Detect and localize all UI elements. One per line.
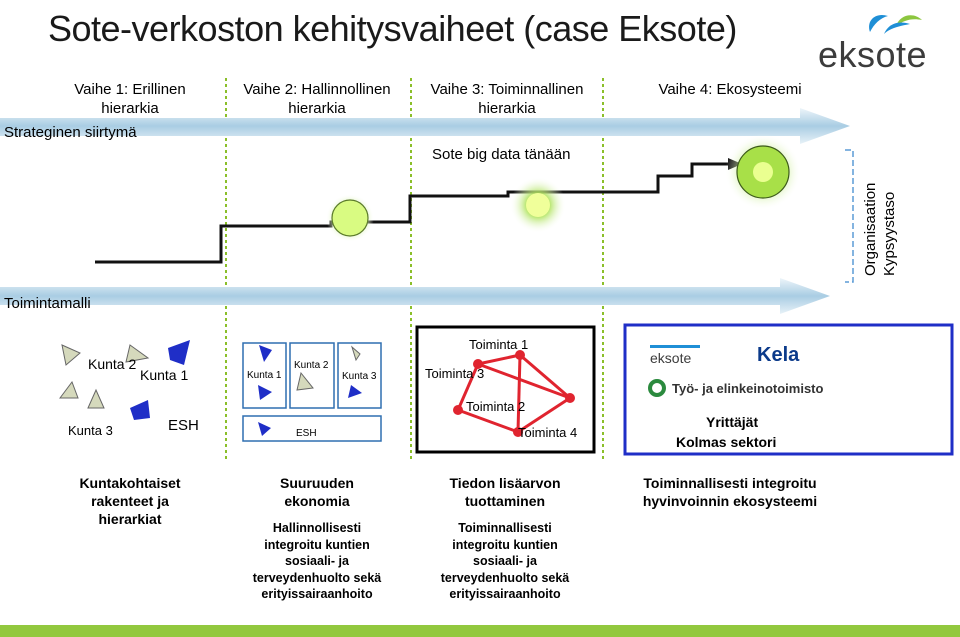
big-data-label: Sote big data tänään bbox=[432, 146, 571, 163]
eksote-logo-icon bbox=[869, 14, 922, 34]
kela-logo: Kela bbox=[757, 344, 800, 366]
phase-2-header: Vaihe 2: Hallinnollinen hierarkia bbox=[243, 81, 391, 117]
toiminta-4: Toiminta 4 bbox=[518, 425, 578, 440]
phase-1-header: Vaihe 1: Erillinen hierarkia bbox=[74, 81, 186, 117]
eksote-logo-text: eksote bbox=[818, 34, 928, 75]
phase2-esh: ESH bbox=[296, 428, 317, 439]
eksote-logo: eksote bbox=[818, 6, 958, 75]
phase4-eksote-logo: eksote bbox=[650, 345, 700, 376]
tyo-logo-text: Työ- ja elinkeinotoimisto bbox=[672, 381, 824, 396]
operating-model-label: Toimintamalli bbox=[4, 295, 91, 312]
toiminta-2: Toiminta 2 bbox=[466, 399, 526, 414]
phase2-kunta2: Kunta 2 bbox=[294, 360, 329, 371]
phase1-kunta3: Kunta 3 bbox=[68, 423, 113, 438]
bottom-3-detail: Toiminnallisesti integroitu kuntien sosi… bbox=[440, 521, 570, 601]
phase1-esh: ESH bbox=[168, 417, 199, 434]
toiminta-3: Toiminta 3 bbox=[425, 366, 485, 381]
phase-4-header: Vaihe 4: Ekosysteemi bbox=[658, 81, 802, 98]
tyo-logo-mark bbox=[648, 379, 666, 397]
toiminta-1: Toiminta 1 bbox=[469, 337, 529, 352]
phase1-kunta2: Kunta 2 bbox=[88, 356, 137, 372]
page-title: Sote-verkoston kehitysvaiheet (case Ekso… bbox=[48, 8, 737, 49]
phase2-kunta1: Kunta 1 bbox=[247, 370, 282, 381]
footer-stripe bbox=[0, 625, 960, 637]
yrittajat-label: Yrittäjät bbox=[706, 414, 759, 430]
phase2-kunta3: Kunta 3 bbox=[342, 371, 377, 382]
strategic-arrow bbox=[0, 108, 850, 144]
bottom-2-heading: Suuruuden ekonomia bbox=[280, 475, 354, 509]
phase-3-header: Vaihe 3: Toiminnallinen hierarkia bbox=[430, 81, 584, 117]
strategic-arrow-label: Strateginen siirtymä bbox=[4, 124, 137, 141]
bottom-2-detail: Hallinnollisesti integroitu kuntien sosi… bbox=[252, 521, 382, 601]
bottom-4-heading: Toiminnallisesti integroitu hyvinvoinnin… bbox=[642, 475, 818, 509]
operating-model-arrow bbox=[0, 278, 830, 314]
maturity-staircase bbox=[95, 162, 728, 264]
bottom-3-heading: Tiedon lisäarvon tuottaminen bbox=[449, 475, 561, 509]
maturity-label: Organisaation Kypsyystaso bbox=[862, 182, 898, 276]
bottom-1-heading: Kuntakohtaiset rakenteet ja hierarkiat bbox=[79, 475, 181, 527]
kolmas-sektori-label: Kolmas sektori bbox=[676, 434, 777, 450]
phase1-kunta1: Kunta 1 bbox=[140, 367, 189, 383]
maturity-bracket bbox=[845, 149, 854, 283]
